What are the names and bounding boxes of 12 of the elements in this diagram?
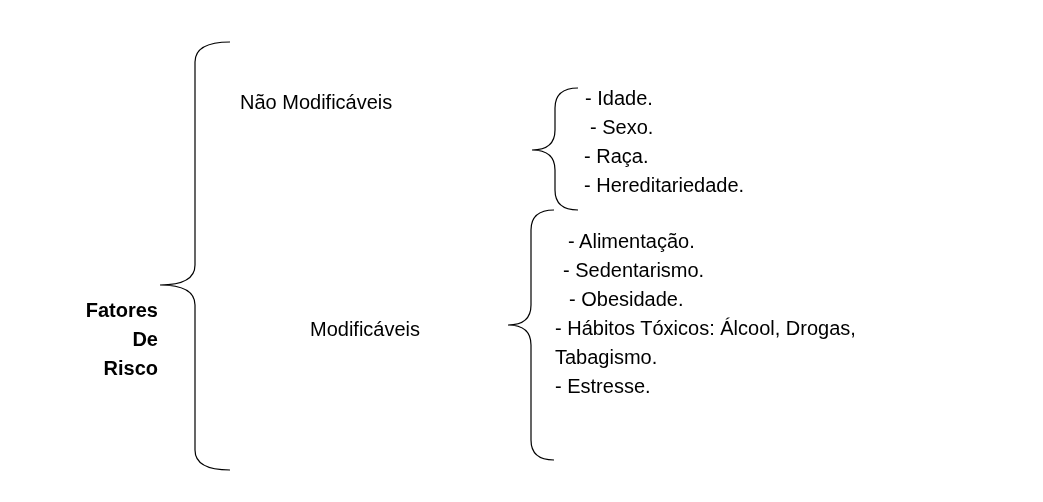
category-label: Não Modificáveis [240, 90, 393, 115]
list-item: - Estresse. [555, 374, 651, 399]
list-item: - Hereditariedade. [584, 173, 745, 198]
list-item: - Sexo. [590, 115, 654, 140]
list-item: - Sedentarismo. [563, 258, 705, 283]
heading-label: Fatores De Risco [84, 298, 158, 381]
list-item: - Hábitos Tóxicos: Álcool, Drogas, Tabagismo. [555, 316, 857, 370]
list-item: - Idade. [585, 86, 653, 111]
list-item: - Obesidade. [569, 287, 684, 312]
list-item: - Alimentação. [568, 229, 695, 254]
category-label: Modificáveis [310, 317, 421, 342]
list-item: - Raça. [584, 144, 649, 169]
